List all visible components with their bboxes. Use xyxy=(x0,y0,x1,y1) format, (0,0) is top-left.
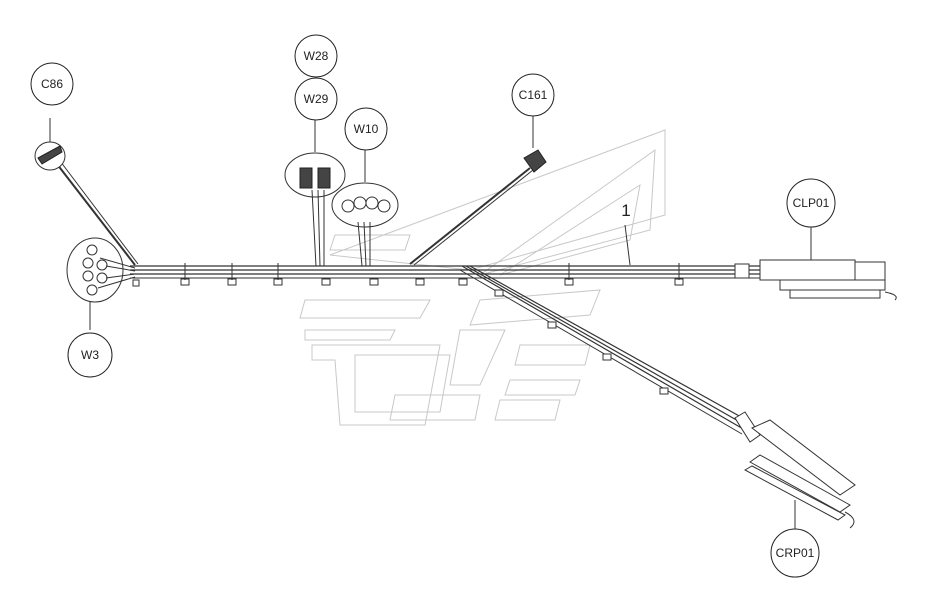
callout-clp01-label: CLP01 xyxy=(793,196,830,210)
main-harness-trunk xyxy=(130,265,880,279)
w28-w29-connector xyxy=(284,120,346,267)
callout-w28: W28 xyxy=(294,34,338,78)
callout-c161-label: C161 xyxy=(519,88,548,102)
item-1-marker: 1 xyxy=(621,201,631,266)
w3-connector-group xyxy=(66,237,140,330)
c161-wire xyxy=(409,115,547,266)
callout-w3-label: W3 xyxy=(81,348,99,362)
callout-c86-label: C86 xyxy=(41,77,63,91)
callout-w10-label: W10 xyxy=(354,122,379,136)
item-number-label: 1 xyxy=(621,201,630,220)
callout-clp01: CLP01 xyxy=(786,178,836,228)
callout-crp01: CRP01 xyxy=(770,528,820,578)
callout-w28-label: W28 xyxy=(304,49,329,63)
crp01-branch xyxy=(459,265,856,529)
c86-wire xyxy=(34,118,139,266)
clp01-connector xyxy=(734,259,897,301)
callout-w29: W29 xyxy=(294,77,338,121)
trunk-clips xyxy=(180,263,684,286)
watermark-logo xyxy=(299,129,666,426)
w10-connector xyxy=(331,148,399,267)
callout-crp01-label: CRP01 xyxy=(776,546,815,560)
callout-w10: W10 xyxy=(344,107,388,151)
callout-c161: C161 xyxy=(511,73,555,117)
callout-c86: C86 xyxy=(30,62,74,106)
callout-w29-label: W29 xyxy=(304,92,329,106)
callout-w3: W3 xyxy=(67,332,113,378)
